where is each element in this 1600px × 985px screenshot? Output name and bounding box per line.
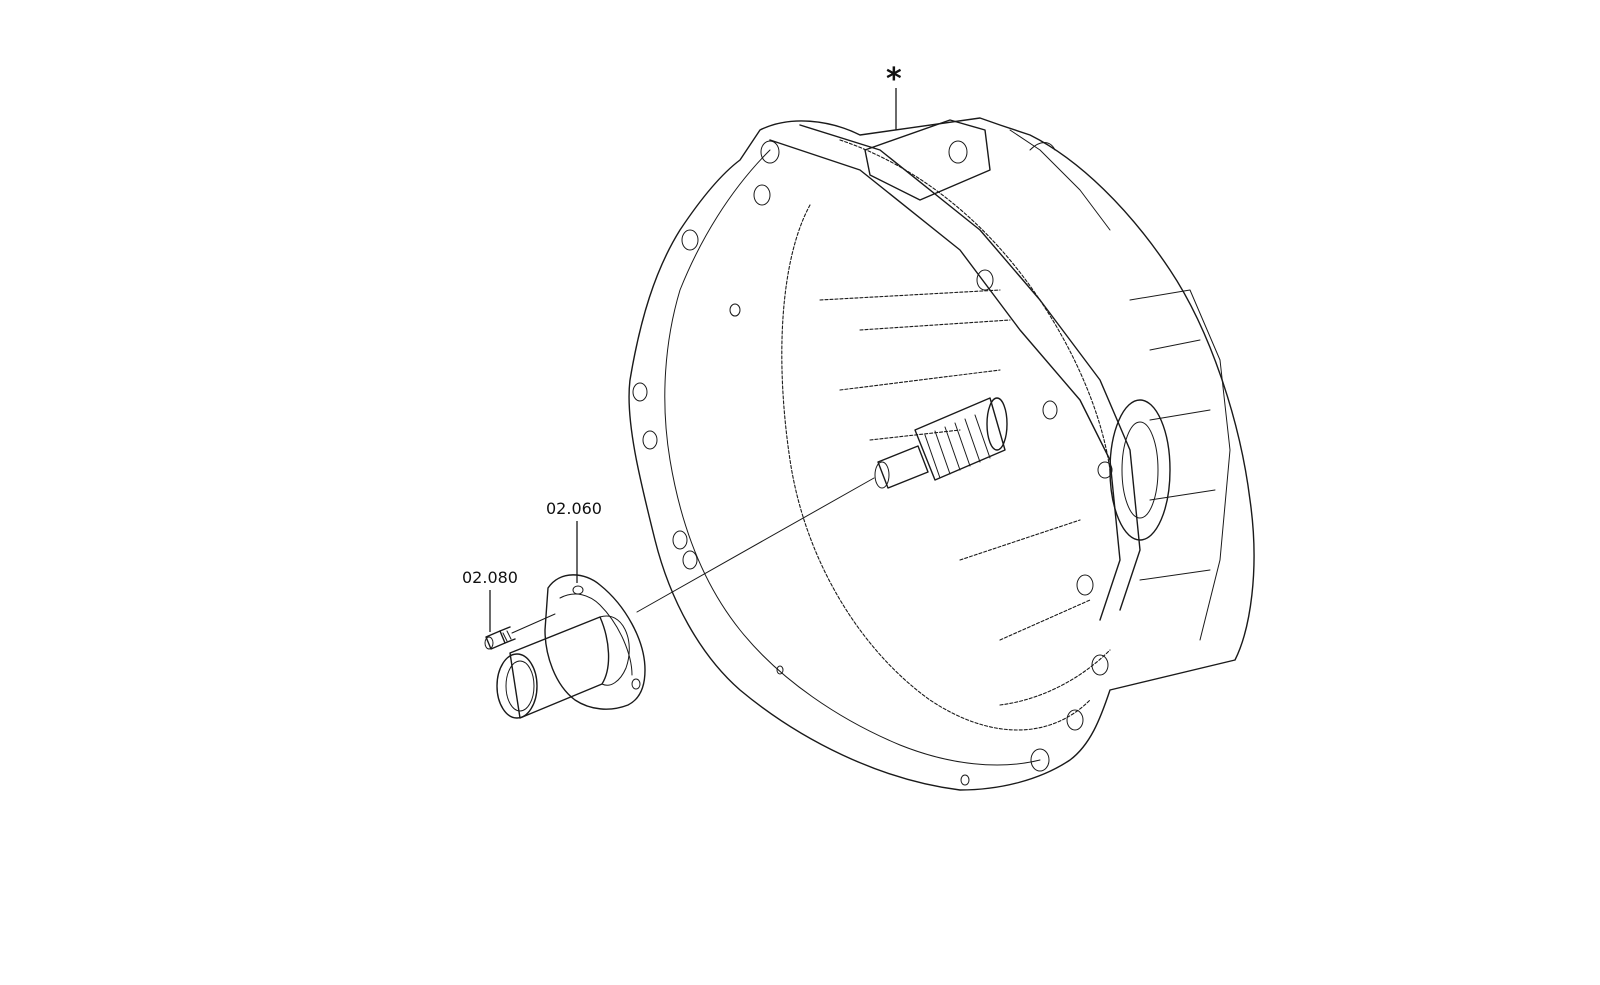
screw-part <box>484 613 556 650</box>
assembly-axis-line <box>636 477 875 613</box>
guide-sleeve-callout-label: 02.060 <box>546 499 602 518</box>
clutch-housing <box>628 117 1255 791</box>
screw-callout-label: 02.080 <box>462 568 518 587</box>
housing-callout-label: * <box>886 62 902 97</box>
input-shaft <box>874 397 1008 489</box>
guide-sleeve-part <box>496 574 646 719</box>
